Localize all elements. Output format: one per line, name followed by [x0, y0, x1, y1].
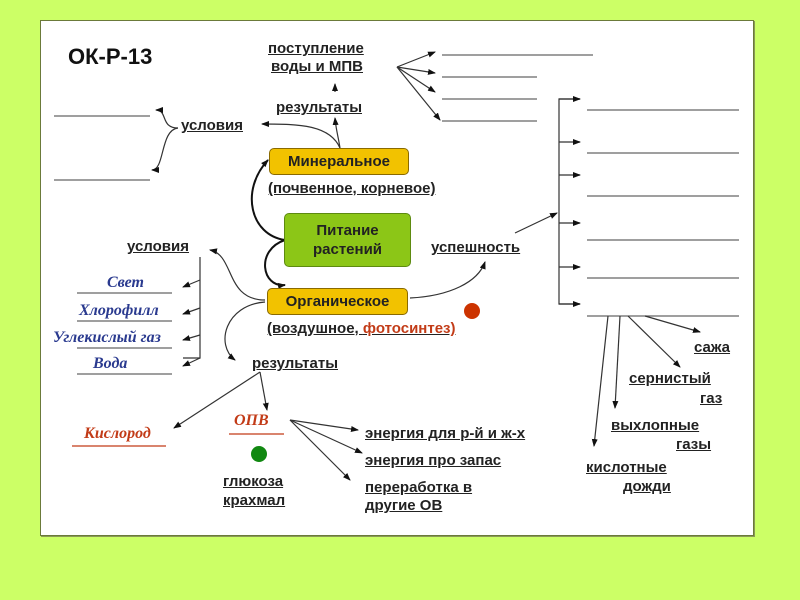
pollutant-sulfur-gas-line1: сернистый — [629, 370, 711, 387]
organic-nutrition-box: Органическое — [267, 288, 408, 315]
plant-nutrition-box: Питание растений — [284, 213, 411, 267]
starch-label: крахмал — [223, 492, 286, 509]
pollutant-exhaust-line2: газы — [676, 436, 712, 453]
organic-results-label: результаты — [252, 355, 339, 372]
opv-use-item: энергия для р-й и ж-х — [365, 425, 526, 442]
oxygen-label: Кислород — [84, 425, 151, 442]
organic-conditions-label: условия — [127, 238, 189, 255]
condition-item: Вода — [93, 355, 128, 372]
mineral-box-label: Минеральное — [288, 153, 390, 170]
glucose-label: глюкоза — [223, 473, 284, 490]
supply-label-line1: поступление — [268, 40, 364, 57]
center-label-line1: Питание — [316, 222, 379, 239]
organic-subtitle-prefix: (воздушное, — [267, 320, 363, 337]
supply-label-line2: воды и МПВ — [271, 58, 363, 75]
pollutant-exhaust-line1: выхлопные — [611, 417, 700, 434]
opv-use-item: энергия про запас — [365, 452, 502, 469]
red-dot-marker — [464, 303, 480, 319]
center-label-line2: растений — [312, 241, 383, 258]
organic-subtitle: (воздушное, фотосинтез) — [267, 320, 455, 338]
success-label: успешность — [431, 239, 521, 256]
condition-item: Хлорофилл — [79, 302, 159, 319]
green-dot-marker — [251, 446, 267, 462]
pollutant-acid-rain-line2: дожди — [623, 478, 671, 495]
mineral-subtitle: (почвенное, корневое) — [268, 180, 436, 197]
organic-box-label: Органическое — [285, 293, 390, 310]
pollutant-acid-rain-line1: кислотные — [586, 459, 667, 476]
pollutant-sulfur-gas-line2: газ — [700, 390, 723, 407]
condition-item: Свет — [107, 274, 144, 291]
pollutant-soot: сажа — [694, 339, 731, 356]
mineral-conditions-label: условия — [181, 117, 243, 134]
condition-item: Углекислый газ — [53, 329, 161, 346]
page-title: ОК-Р-13 — [68, 44, 153, 69]
opv-use-item: другие ОВ — [365, 497, 443, 514]
opv-use-item: переработка в — [365, 479, 473, 496]
photosynthesis-highlight: фотосинтез) — [362, 320, 456, 337]
opv-label: ОПВ — [234, 412, 269, 429]
mineral-results-label: результаты — [276, 99, 363, 116]
mineral-nutrition-box: Минеральное — [269, 148, 409, 175]
